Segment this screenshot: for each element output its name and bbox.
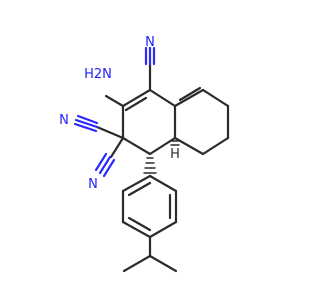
nitrile-left-lower-triple-2 [98,155,112,175]
aryl-hash-bond [143,157,157,174]
ring-bond-c3-c4 [121,136,152,156]
benzene-bond-1 [148,174,178,193]
benzene-bond-4 [121,220,152,239]
nitrile-left-upper-bond [95,125,125,140]
amino-nh2: H2N [84,67,112,82]
ring2-bond-c8a-c8 [173,88,205,108]
molecule-diagram: N H H2N N N [59,35,230,273]
isopropyl-methyl-right [148,254,178,273]
nitrile-left-lower-n: N [88,177,98,192]
ring2-bond-c6-c5 [201,136,230,156]
benzene-bond-6-inner [127,181,152,197]
benzene-bond-4-inner [127,216,152,232]
ring-bond-c1-c2-double [124,96,148,112]
structure-svg: N H H2N N N [59,35,230,273]
isopropyl-methyl-left [122,254,152,273]
ring2-bond-c5-c4a [173,136,205,156]
ring-bond-c4-c4a [148,136,177,156]
ring-h: H [170,147,180,162]
nitrile-left-upper-triple-3 [73,122,98,133]
benzene-bond-3 [148,220,178,239]
ring2-bond-c8a-c8-double [178,86,202,102]
nitrile-left-lower-bond [109,136,125,159]
benzene-bond-6 [121,174,152,193]
ring-bond-c1-c2 [121,88,152,108]
amino-bond [104,94,125,108]
nitrile-left-lower-triple-1 [94,152,108,172]
nitrile-left-upper-triple-1 [76,114,99,125]
nitrile-left-upper-triple-2 [74,118,99,129]
nitrile-left-upper-n: N [59,113,69,128]
ring-h-hash [170,140,180,146]
nitrile-left-lower-triple-3 [102,158,116,178]
ring2-bond-c8-c7 [201,88,230,108]
ring-bond-c8a-c1 [148,88,177,108]
nitrile-top-n: N [145,35,155,50]
